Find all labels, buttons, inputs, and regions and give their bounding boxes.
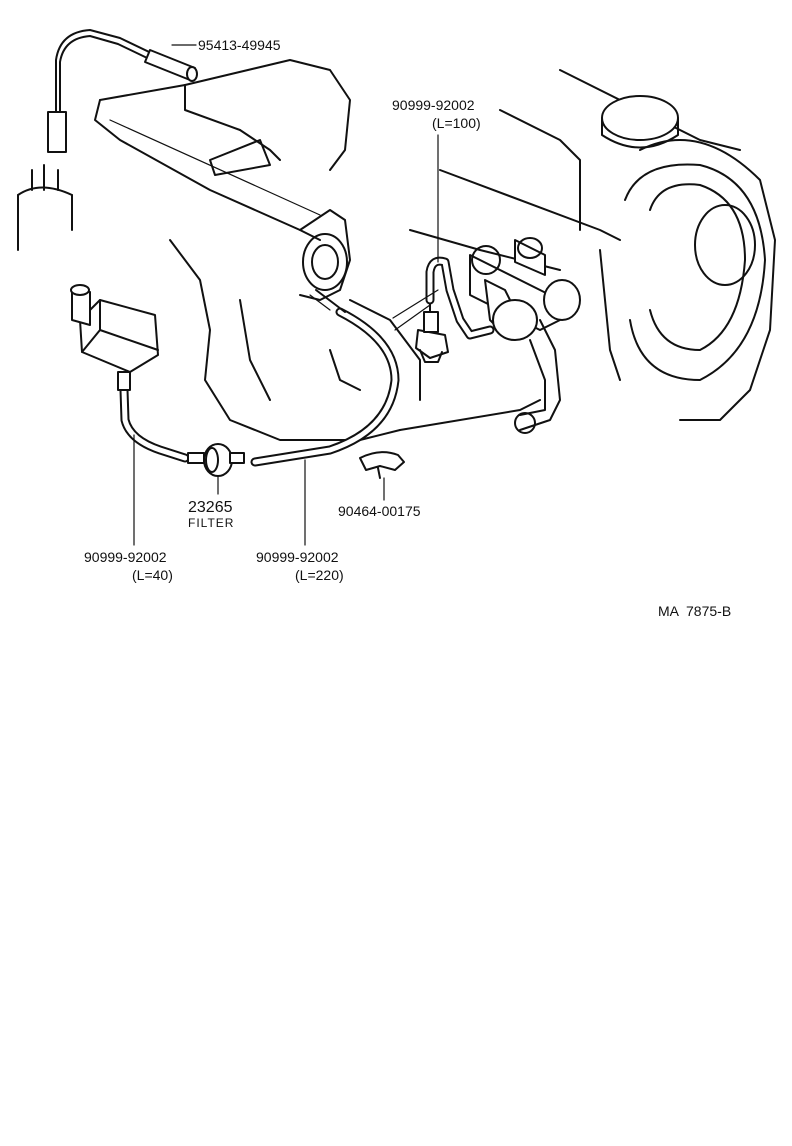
vacuum-hose-l40 xyxy=(119,385,190,463)
label-23265-filter: 23265 FILTER xyxy=(188,499,234,530)
vacuum-sensor xyxy=(70,284,159,391)
part-number: 90999-92002 xyxy=(256,549,339,565)
ignition-wire xyxy=(17,29,198,251)
part-number: 23265 xyxy=(188,499,233,516)
part-number: 95413-49945 xyxy=(198,37,281,53)
part-number: 90464-00175 xyxy=(338,503,421,519)
vacuum-valve-small xyxy=(415,299,449,363)
part-number: 90999-92002 xyxy=(392,97,475,113)
vacuum-switching-valve-assembly xyxy=(469,237,581,434)
part-number: 90999-92002 xyxy=(84,549,167,565)
intake-manifold xyxy=(94,59,541,441)
leader-lines xyxy=(133,44,439,546)
part-length: (L=40) xyxy=(132,567,173,583)
part-name: FILTER xyxy=(188,516,234,530)
part-length: (L=100) xyxy=(432,115,481,131)
manifold-nipple xyxy=(315,289,346,313)
part-length: (L=220) xyxy=(295,567,344,583)
vacuum-hose-l220 xyxy=(250,307,400,467)
label-90999-92002-l40: 90999-92002 (L=40) xyxy=(84,549,173,583)
label-90999-92002-l220: 90999-92002 (L=220) xyxy=(256,549,344,583)
figure-id: MA 7875-B xyxy=(658,603,731,619)
label-90999-92002-l100: 90999-92002 (L=100) xyxy=(392,97,481,131)
hose-clip xyxy=(359,451,405,479)
label-95413-49945: 95413-49945 xyxy=(198,37,281,53)
vacuum-filter xyxy=(187,443,245,477)
label-90464-00175: 90464-00175 xyxy=(338,503,421,519)
